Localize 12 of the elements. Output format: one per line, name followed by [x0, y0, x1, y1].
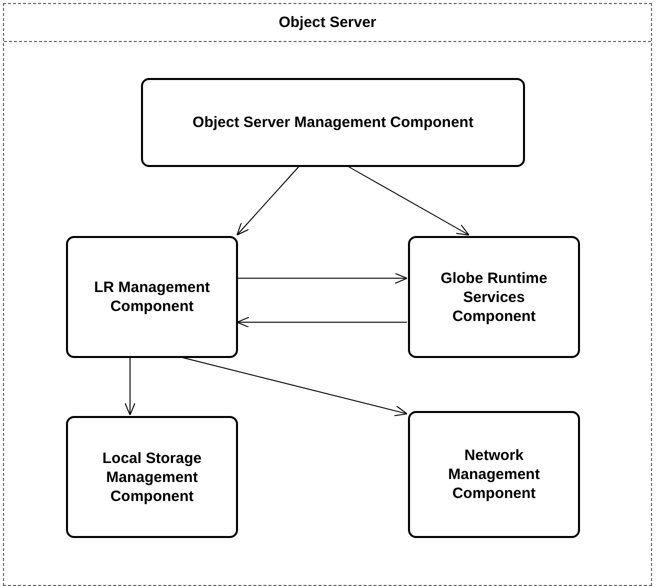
arrow: [346, 166, 470, 236]
container-title: Object Server: [4, 4, 651, 42]
container-frame: [3, 3, 652, 586]
component-box: Local Storage Management Component: [66, 416, 238, 538]
component-box: Globe Runtime Services Component: [408, 236, 580, 358]
arrow: [236, 316, 408, 328]
component-box: LR Management Component: [66, 236, 238, 358]
arrow: [236, 272, 408, 284]
component-box: Object Server Management Component: [141, 78, 525, 167]
arrow: [124, 356, 136, 416]
arrow: [236, 166, 300, 236]
component-box: Network Management Component: [408, 411, 580, 538]
